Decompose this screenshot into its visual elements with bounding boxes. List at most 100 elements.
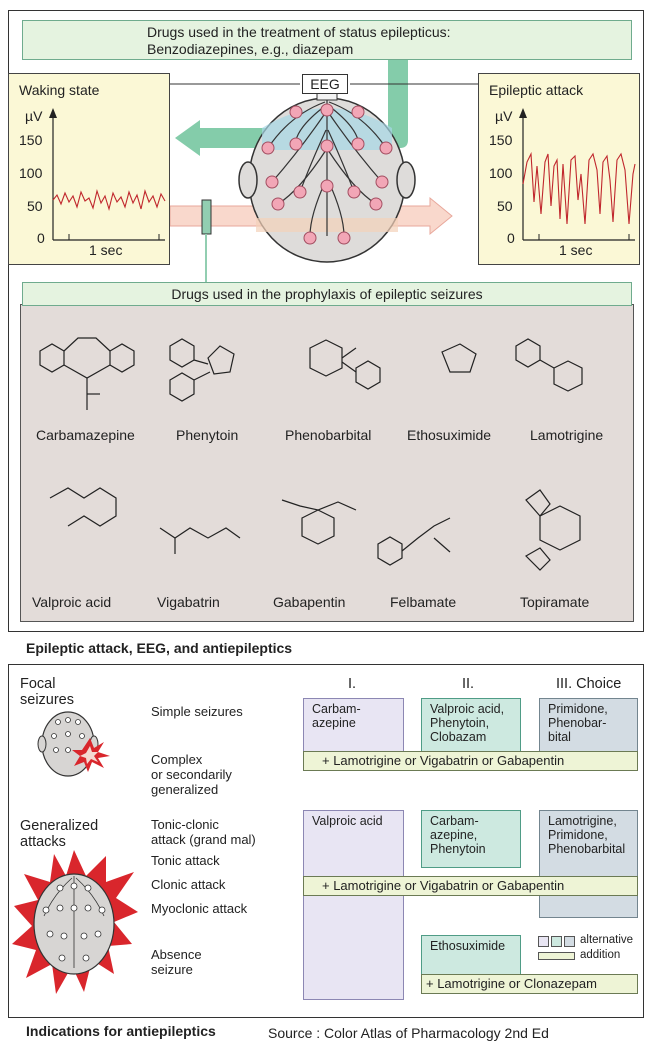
vigabatrin-structure-icon [159,527,241,554]
col-header-2: II. [462,676,475,692]
topiramate-structure-icon [525,489,581,571]
drug-structures [39,337,583,571]
generalized-title: Generalized attacks [20,818,98,850]
head-icon [238,89,416,263]
focal-col3-line2: Phenobar- [548,716,607,730]
focal-seizure-head-icon [37,711,110,777]
drug-name-ethosuximide: Ethosuximide [407,427,492,443]
label-simple-seizures: Simple seizures [151,704,243,719]
waking-state-panel: Waking state µV 150 100 50 0 1 sec [8,73,170,265]
eeg-antiepileptics-panel [8,10,644,632]
epileptic-time-label: 1 sec [559,242,593,258]
epileptic-attack-panel: Epileptic attack µV 150 100 50 0 1 sec [478,73,640,265]
label-tonic-clonic-line2: attack (grand mal) [151,832,256,847]
gen-col3-line2: Primidone, [548,828,608,842]
drug-name-valproic-acid: Valproic acid [32,594,112,610]
eeg-label: EEG [302,74,348,94]
drug-name-topiramate: Topiramate [520,594,590,610]
epileptic-tick-150: 150 [489,132,513,148]
gen-col2-line2: azepine, [430,828,478,842]
label-tonic-clonic-line1: Tonic-clonic [151,817,219,832]
epileptic-unit: µV [495,108,513,124]
gen-col2-box: Carbam- azepine, Phenytoin [421,810,521,868]
absence-addition-bar: + Lamotrigine or Clonazepam [421,974,638,994]
generalized-seizure-head-icon [12,850,138,994]
gen-col1-box: Valproic acid [303,810,404,1000]
legend-swatch-2 [551,936,562,947]
focal-col1-line2: azepine [312,716,356,730]
gen-addition-bar: + Lamotrigine or Vigabatrin or Gabapenti… [303,876,638,896]
waking-trace [52,188,166,212]
waking-tick-0: 0 [37,230,45,246]
legend-swatch-1 [538,936,549,947]
focal-title-line2: seizures [20,692,74,708]
prophylaxis-drug-panel [20,304,634,622]
focal-addition-bar: + Lamotrigine or Vigabatrin or Gabapenti… [303,751,638,771]
label-absence: Absence seizure [151,947,202,977]
drug-name-vigabatrin: Vigabatrin [157,594,220,610]
focal-col1-line1: Carbam- [312,702,361,716]
label-tonic: Tonic attack [151,853,220,868]
caption-indications: Indications for antiepileptics [26,1023,216,1039]
focal-col3-line3: bital [548,730,571,744]
indications-panel [8,664,644,1018]
waking-unit: µV [25,108,43,124]
status-title-line2: Benzodiazepines, e.g., diazepam [147,41,354,57]
felbamate-structure-icon [377,517,451,566]
label-clonic: Clonic attack [151,877,226,892]
focal-col2-line3: Clobazam [430,730,487,744]
focal-col2-line1: Valproic acid, [430,702,505,716]
waking-time-label: 1 sec [89,242,123,258]
epileptic-title: Epileptic attack [489,82,584,98]
epileptic-trace [522,151,636,225]
gabapentin-structure-icon [281,499,357,545]
col-header-1: I. [348,676,357,692]
drug-name-gabapentin: Gabapentin [273,594,346,610]
caption-epileptic-attack: Epileptic attack, EEG, and antiepileptic… [26,640,293,656]
legend-alternative: alternative [580,934,634,946]
waking-tick-50: 50 [27,198,43,214]
label-complex: Complex or secondarily generalized [151,752,232,797]
eeg-head-diagram [169,58,478,282]
gen-col3-line1: Lamotrigine, [548,814,617,828]
label-myoclonic: Myoclonic attack [151,901,248,916]
ethosuximide-structure-icon [441,343,477,373]
epileptic-tick-50: 50 [497,198,513,214]
status-epilepticus-title: Drugs used in the treatment of status ep… [22,20,632,60]
drug-name-carbamazepine: Carbamazepine [36,427,135,443]
label-absence-line2: seizure [151,962,193,977]
waking-title: Waking state [19,82,100,98]
focal-col3-line1: Primidone, [548,702,608,716]
phenytoin-structure-icon [169,338,235,402]
col-header-3: III. Choice [556,676,622,692]
label-complex-line1: Complex [151,752,203,767]
label-absence-line1: Absence [151,947,202,962]
waking-tick-100: 100 [19,165,43,181]
legend-addition: addition [580,949,621,961]
waking-tick-150: 150 [19,132,43,148]
focal-title-line1: Focal [20,676,56,692]
gen-col3-box: Lamotrigine, Primidone, Phenobarbital [539,810,638,918]
label-tonic-clonic: Tonic-clonic attack (grand mal) [151,817,256,847]
source-credit: Source : Color Atlas of Pharmacology 2nd… [268,1025,549,1041]
status-title-line1: Drugs used in the treatment of status ep… [147,24,451,40]
lamotrigine-structure-icon [515,338,583,392]
focal-col2-line2: Phenytoin, [430,716,490,730]
valproic-acid-structure-icon [49,487,117,527]
gen-col2-line1: Carbam- [430,814,479,828]
drug-name-felbamate: Felbamate [390,594,457,610]
carbamazepine-structure-icon [39,337,135,410]
focal-title: Focal seizures [20,676,74,708]
label-complex-line3: generalized [151,782,219,797]
generalized-title-line1: Generalized [20,818,99,834]
gen-col1-line1: Valproic acid [312,814,383,828]
label-complex-line2: or secondarily [151,767,232,782]
prophylaxis-title: Drugs used in the prophylaxis of epilept… [22,282,632,306]
drug-name-phenobarbital: Phenobarbital [285,427,372,443]
generalized-title-line2: attacks [20,834,66,850]
legend-swatch-3 [564,936,575,947]
gen-col3-line3: Phenobarbital [548,842,626,856]
epileptic-tick-100: 100 [489,165,513,181]
gen-col2-line3: Phenytoin [430,842,486,856]
epileptic-tick-0: 0 [507,230,515,246]
